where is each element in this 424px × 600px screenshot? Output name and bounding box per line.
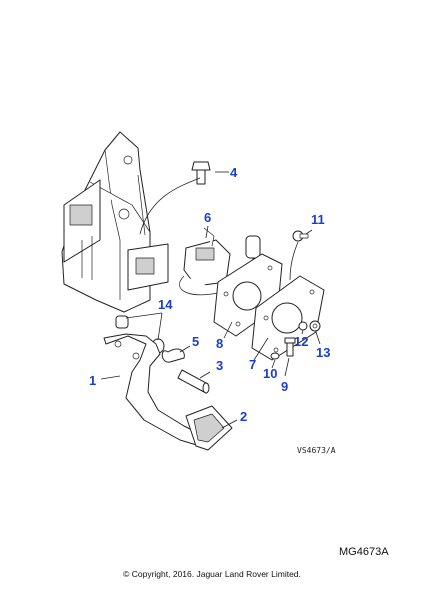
callout-10: 10 xyxy=(263,366,277,381)
callout-7: 7 xyxy=(249,357,256,372)
part-2-pedal-pad xyxy=(185,405,233,451)
callout-4: 4 xyxy=(230,165,238,180)
callout-12: 12 xyxy=(294,334,308,349)
part-11-screw xyxy=(292,230,309,242)
diagram-reference: VS4673/A xyxy=(297,446,336,455)
part-10-washer xyxy=(270,352,280,360)
callout-3: 3 xyxy=(216,358,223,373)
illustration-code: MG4673A xyxy=(339,546,389,558)
pedal-box-housing xyxy=(61,131,169,313)
part-4-bolt xyxy=(191,161,211,185)
callout-11: 11 xyxy=(311,212,325,227)
part-13-nut xyxy=(309,320,321,332)
part-6-switch xyxy=(179,227,231,296)
callout-5: 5 xyxy=(192,334,199,349)
callout-1: 1 xyxy=(89,373,96,388)
callout-8: 8 xyxy=(216,336,223,351)
callout-6: 6 xyxy=(204,210,211,225)
callout-9: 9 xyxy=(281,379,288,394)
callout-14: 14 xyxy=(158,297,173,312)
part-12-washer xyxy=(298,321,308,331)
copyright-notice: © Copyright, 2016. Jaguar Land Rover Lim… xyxy=(123,569,301,579)
part-5-clip xyxy=(161,348,185,363)
callout-2: 2 xyxy=(240,409,247,424)
part-7-cover-plate xyxy=(251,275,325,361)
callout-13: 13 xyxy=(316,345,330,360)
part-1-pedal-lever xyxy=(103,333,205,447)
part-3-pivot-pin xyxy=(177,369,210,394)
part-8-plate xyxy=(213,253,283,337)
part-9-bolt xyxy=(284,337,296,357)
